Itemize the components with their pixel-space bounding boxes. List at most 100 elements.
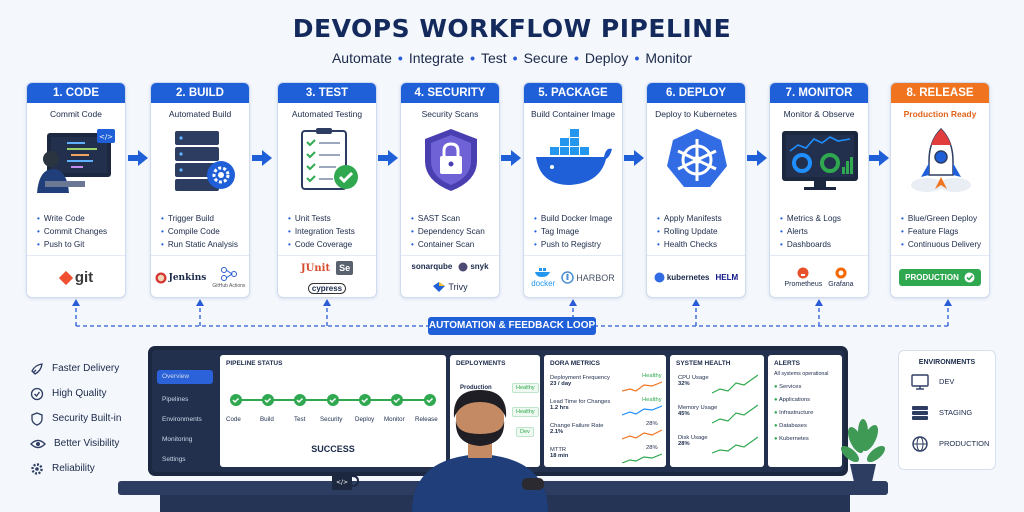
selenium-logo: Se — [336, 261, 354, 275]
stage-tools: git — [27, 255, 125, 297]
nav-item-pipelines[interactable]: Pipelines — [162, 396, 189, 403]
panel-title: ALERTS — [774, 360, 800, 367]
feedback-loop-label: AUTOMATION & FEEDBACK LOOP — [428, 317, 596, 335]
stage-subtitle: Monitor & Observe — [783, 109, 855, 119]
arrow-right-icon — [869, 150, 889, 166]
stage-tools: Jenkins GitHub Actions — [151, 255, 249, 297]
dashboard-screen: Overview Pipelines Environments Monitori… — [152, 350, 844, 472]
benefits-list: Faster Delivery High Quality Security Bu… — [30, 356, 121, 481]
dashboard-monitor: Overview Pipelines Environments Monitori… — [148, 346, 848, 476]
stage-tasks: Build Docker ImageTag ImagePush to Regis… — [534, 212, 612, 251]
github-actions-icon — [220, 266, 237, 281]
globe-icon — [912, 435, 928, 452]
nav-item-environments[interactable]: Environments — [162, 416, 202, 423]
stage-header: 5. PACKAGE — [524, 83, 622, 103]
subtitle: Automate•Integrate•Test•Secure•Deploy•Mo… — [331, 50, 693, 66]
eye-icon — [30, 439, 46, 448]
check-icon: ● — [774, 423, 778, 429]
git-logo: git — [58, 269, 93, 286]
server-gear-icon — [175, 131, 235, 191]
stage-subtitle: Security Scans — [421, 109, 479, 119]
junit-logo: JUnit — [300, 262, 331, 274]
panel-title: ENVIRONMENTS — [918, 359, 976, 366]
benefit-item: High Quality — [30, 381, 121, 406]
status-badge: Healthy — [512, 383, 539, 393]
harbor-icon — [561, 271, 574, 284]
rocket-small-icon — [31, 362, 43, 375]
kubernetes-small-icon — [654, 272, 665, 283]
pipeline-steps-track — [230, 394, 436, 406]
stage-header: 7. MONITOR — [770, 83, 868, 103]
deploy-env-label: Production — [460, 385, 492, 391]
stage-subtitle: Automated Testing — [291, 109, 363, 119]
jenkins-icon — [155, 272, 167, 283]
coffee-mug-icon: </> — [332, 472, 360, 490]
trivy-icon — [433, 282, 446, 293]
dora-sparklines — [622, 381, 662, 463]
cypress-logo: cypress — [307, 283, 347, 294]
stage-header: 3. TEST — [278, 83, 376, 103]
benefit-item: Better Visibility — [30, 431, 121, 456]
stage-header: 6. DEPLOY — [647, 83, 745, 103]
alert-item: ● Applications — [774, 397, 811, 403]
check-icon: ● — [774, 397, 778, 403]
github-actions-logo: GitHub Actions — [212, 266, 245, 289]
stage-header: 2. BUILD — [151, 83, 249, 103]
metric-tag: 28% — [646, 445, 658, 451]
stage-subtitle: Deploy to Kubernetes — [655, 109, 737, 119]
nav-item-monitoring[interactable]: Monitoring — [162, 436, 193, 443]
check-circle-icon — [964, 272, 975, 283]
grafana-icon — [835, 267, 847, 279]
stage-subtitle: Production Ready — [903, 109, 977, 119]
stage-header: 1. CODE — [27, 83, 125, 103]
rocket-icon — [911, 127, 971, 192]
arrow-right-icon — [252, 150, 272, 166]
env-dev[interactable]: DEV — [899, 366, 995, 397]
stage-tasks: Unit TestsIntegration TestsCode Coverage — [288, 212, 355, 251]
jenkins-logo: Jenkins — [155, 272, 206, 284]
env-production[interactable]: PRODUCTION — [899, 428, 995, 459]
helm-logo: HELM — [715, 273, 739, 282]
stage-security: 4. SECURITY Security Scans SAST ScanDepe… — [400, 82, 500, 298]
benefit-item: Security Built-in — [30, 406, 121, 431]
shield-small-icon — [31, 411, 43, 426]
stage-monitor: 7. MONITOR Monitor & Observe Metrics & L… — [769, 82, 869, 298]
gear-icon — [31, 462, 43, 475]
env-staging[interactable]: STAGING — [899, 397, 995, 428]
subtitle-word: Monitor — [645, 50, 693, 66]
health-sparklines — [712, 374, 758, 454]
stage-subtitle: Commit Code — [50, 109, 102, 119]
stage-tools: PRODUCTION — [891, 255, 989, 297]
git-icon — [58, 270, 73, 285]
benefit-item: Faster Delivery — [30, 356, 121, 381]
alert-item: ● Kubernetes — [774, 436, 809, 442]
dashboard-monitor-icon — [782, 131, 858, 190]
nav-item-settings[interactable]: Settings — [162, 456, 186, 463]
monitor-icon — [911, 373, 929, 390]
nav-item-overview[interactable]: Overview — [157, 370, 213, 384]
arrow-right-icon — [747, 150, 767, 166]
kubernetes-icon — [667, 129, 727, 187]
subtitle-word: Secure — [523, 50, 568, 66]
snyk-icon — [458, 262, 468, 272]
stage-tools: JUnit Se cypress — [278, 255, 376, 297]
harbor-logo: HARBOR — [561, 271, 615, 284]
arrow-right-icon — [624, 150, 644, 166]
sonarqube-logo: sonarqube — [411, 262, 453, 272]
panel-title: DEPLOYMENTS — [456, 360, 506, 367]
docker-logo: docker — [531, 267, 555, 288]
kubernetes-logo: kubernetes — [654, 272, 710, 283]
stage-tasks: SAST ScanDependency ScanContainer Scan — [411, 212, 485, 251]
panel-title: SYSTEM HEALTH — [676, 360, 731, 367]
alerts-list: ● Services ● Applications ● Infrastructu… — [774, 381, 836, 446]
stage-build: 2. BUILD Automated Build Trigger BuildCo… — [150, 82, 250, 298]
stage-tasks: Trigger BuildCompile CodeRun Static Anal… — [161, 212, 238, 251]
